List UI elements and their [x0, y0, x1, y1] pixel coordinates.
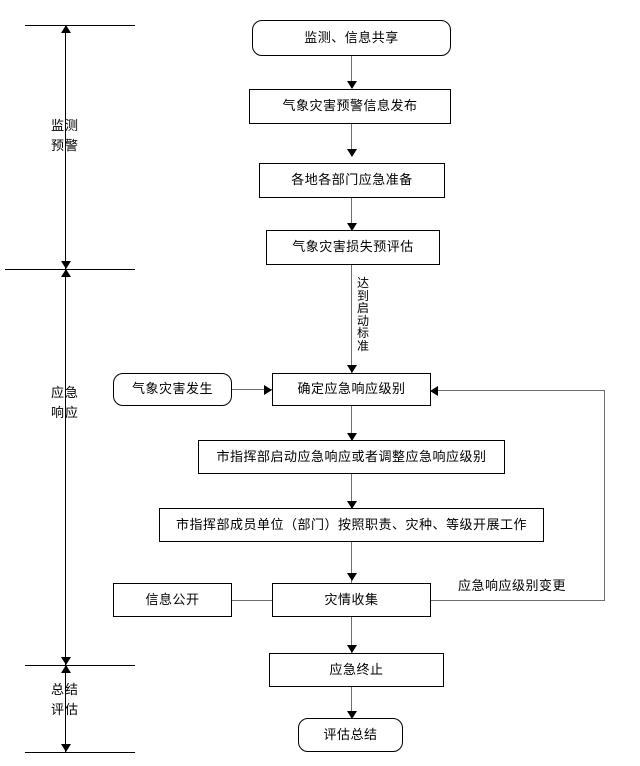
node-monitoring-info-sharing[interactable]: 监测、信息共享: [252, 20, 451, 56]
edge-n7-n8: [351, 474, 352, 508]
edge-n8-n10-arrow: [347, 573, 357, 581]
edge-feedback-arrow: [430, 386, 438, 396]
phase-divider-lower: [25, 665, 135, 666]
edge-label-start-criteria-char-5: 准: [356, 338, 369, 353]
edge-n11-n12: [351, 687, 352, 718]
phase-axis-summary: [65, 665, 66, 752]
edge-label-start-criteria-char-3: 动: [356, 313, 369, 328]
edge-n7-n8-arrow: [347, 501, 357, 509]
edge-feedback-right: [604, 390, 605, 601]
edge-label-start-criteria-char-2: 启: [356, 301, 369, 316]
edge-n10-n11-arrow: [347, 645, 357, 653]
phase-label-summary: 总结 评估: [25, 681, 105, 720]
edge-n3-n4-arrow: [347, 223, 357, 231]
phase-divider-top: [25, 25, 135, 26]
phase-axis-response-arrow-top: [61, 269, 71, 277]
phase-axis-summary-arrow-bottom: [61, 744, 71, 752]
edge-feedback-bottom: [431, 600, 604, 601]
edge-n10-n11: [351, 617, 352, 653]
edge-n2-n3: [351, 124, 352, 156]
phase-label-monitor: 监测 预警: [25, 117, 105, 156]
edge-label-start-criteria-char-1: 到: [356, 288, 369, 303]
edge-label-start-criteria-char-0: 达: [356, 276, 369, 290]
phase-axis-summary-arrow-top: [61, 665, 71, 673]
edge-label-start-criteria: 达 到 启 动 标 准: [356, 277, 370, 353]
edge-n2-n3-arrow: [347, 149, 357, 157]
edge-label-start-criteria-char-4: 标: [356, 326, 369, 341]
node-disaster-occurrence[interactable]: 气象灾害发生: [113, 373, 232, 406]
phase-axis-monitor-arrow-bottom: [61, 261, 71, 269]
phase-label-monitor-line1: 监测: [50, 119, 79, 134]
node-member-units-work[interactable]: 市指挥部成员单位（部门）按照职责、灾种、等级开展工作: [159, 508, 544, 542]
edge-n3-n4: [351, 198, 352, 230]
phase-label-response-line2: 响应: [50, 405, 79, 421]
node-local-dept-preparation[interactable]: 各地各部门应急准备: [259, 163, 445, 198]
phase-label-monitor-line2: 预警: [50, 138, 79, 154]
phase-axis-response-arrow-bottom: [61, 657, 71, 665]
edge-n4-n6: [351, 265, 352, 373]
edge-n6-n7: [351, 406, 352, 440]
node-information-disclosure[interactable]: 信息公开: [113, 583, 232, 617]
edge-n6-n7-arrow: [347, 433, 357, 441]
node-disaster-data-collection[interactable]: 灾情收集: [272, 583, 431, 617]
phase-axis-monitor: [65, 25, 66, 269]
edge-n1-n2-arrow: [347, 81, 357, 89]
node-launch-or-adjust-response[interactable]: 市指挥部启动应急响应或者调整应急响应级别: [198, 440, 505, 474]
node-determine-response-level[interactable]: 确定应急响应级别: [272, 373, 431, 406]
edge-n8-n10: [351, 542, 352, 583]
phase-label-response: 应急 响应: [25, 384, 105, 423]
edge-n9-n10: [232, 600, 272, 601]
node-warning-info-release[interactable]: 气象灾害预警信息发布: [249, 89, 451, 124]
edge-label-level-change: 应急响应级别变更: [458, 579, 567, 594]
phase-label-summary-line1: 总结: [50, 683, 79, 698]
phase-label-response-line1: 应急: [50, 386, 79, 401]
edge-n11-n12-arrow: [347, 711, 357, 719]
phase-label-summary-line2: 评估: [50, 702, 79, 718]
phase-axis-monitor-arrow-top: [61, 25, 71, 33]
node-emergency-termination[interactable]: 应急终止: [269, 653, 444, 687]
edge-feedback-top: [438, 390, 605, 391]
node-assessment-summary[interactable]: 评估总结: [298, 718, 403, 752]
node-disaster-loss-preassessment[interactable]: 气象灾害损失预评估: [266, 230, 440, 265]
edge-n5-n6: [232, 389, 272, 390]
phase-divider-bottom: [25, 752, 135, 753]
edge-n1-n2: [351, 56, 352, 88]
edge-n4-n6-arrow: [347, 365, 357, 373]
edge-n5-n6-arrow: [264, 385, 272, 395]
phase-axis-response: [65, 269, 66, 665]
